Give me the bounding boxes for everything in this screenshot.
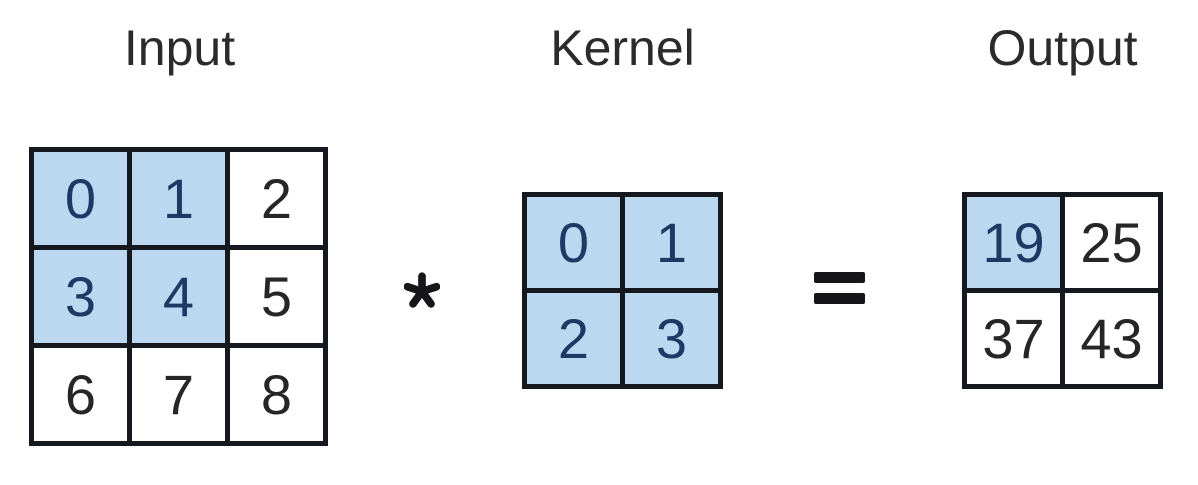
output-matrix-title: Output bbox=[987, 20, 1138, 76]
equals-bar-top bbox=[814, 272, 865, 283]
output-cell-r1c0: 37 bbox=[967, 293, 1060, 384]
output-cell-r1c1: 43 bbox=[1065, 293, 1158, 384]
input-cell-r0c0: 0 bbox=[34, 152, 127, 245]
input-matrix-title: Input bbox=[123, 20, 236, 76]
output-cell-r0c0: 19 bbox=[967, 197, 1060, 288]
input-cell-r1c0: 3 bbox=[34, 250, 127, 343]
kernel-cell-r0c1: 1 bbox=[625, 197, 718, 288]
kernel-cell-r0c0: 0 bbox=[527, 197, 620, 288]
equals-bar-bottom bbox=[814, 293, 865, 304]
input-cell-r0c1: 1 bbox=[132, 152, 225, 245]
kernel-cell-r1c0: 2 bbox=[527, 293, 620, 384]
output-matrix: 19 25 37 43 bbox=[962, 192, 1163, 389]
input-cell-r2c0: 6 bbox=[34, 348, 127, 441]
kernel-cell-r1c1: 3 bbox=[625, 293, 718, 384]
input-cell-r0c2: 2 bbox=[230, 152, 323, 245]
input-matrix: 0 1 2 3 4 5 6 7 8 bbox=[29, 147, 328, 446]
input-cell-r1c2: 5 bbox=[230, 250, 323, 343]
input-cell-r2c2: 8 bbox=[230, 348, 323, 441]
input-cell-r1c1: 4 bbox=[132, 250, 225, 343]
equals-operator-icon bbox=[814, 272, 865, 304]
kernel-matrix: 0 1 2 3 bbox=[522, 192, 723, 389]
output-cell-r0c1: 25 bbox=[1065, 197, 1158, 288]
asterisk-operator-icon bbox=[404, 272, 440, 310]
input-cell-r2c1: 7 bbox=[132, 348, 225, 441]
kernel-matrix-title: Kernel bbox=[550, 20, 695, 76]
